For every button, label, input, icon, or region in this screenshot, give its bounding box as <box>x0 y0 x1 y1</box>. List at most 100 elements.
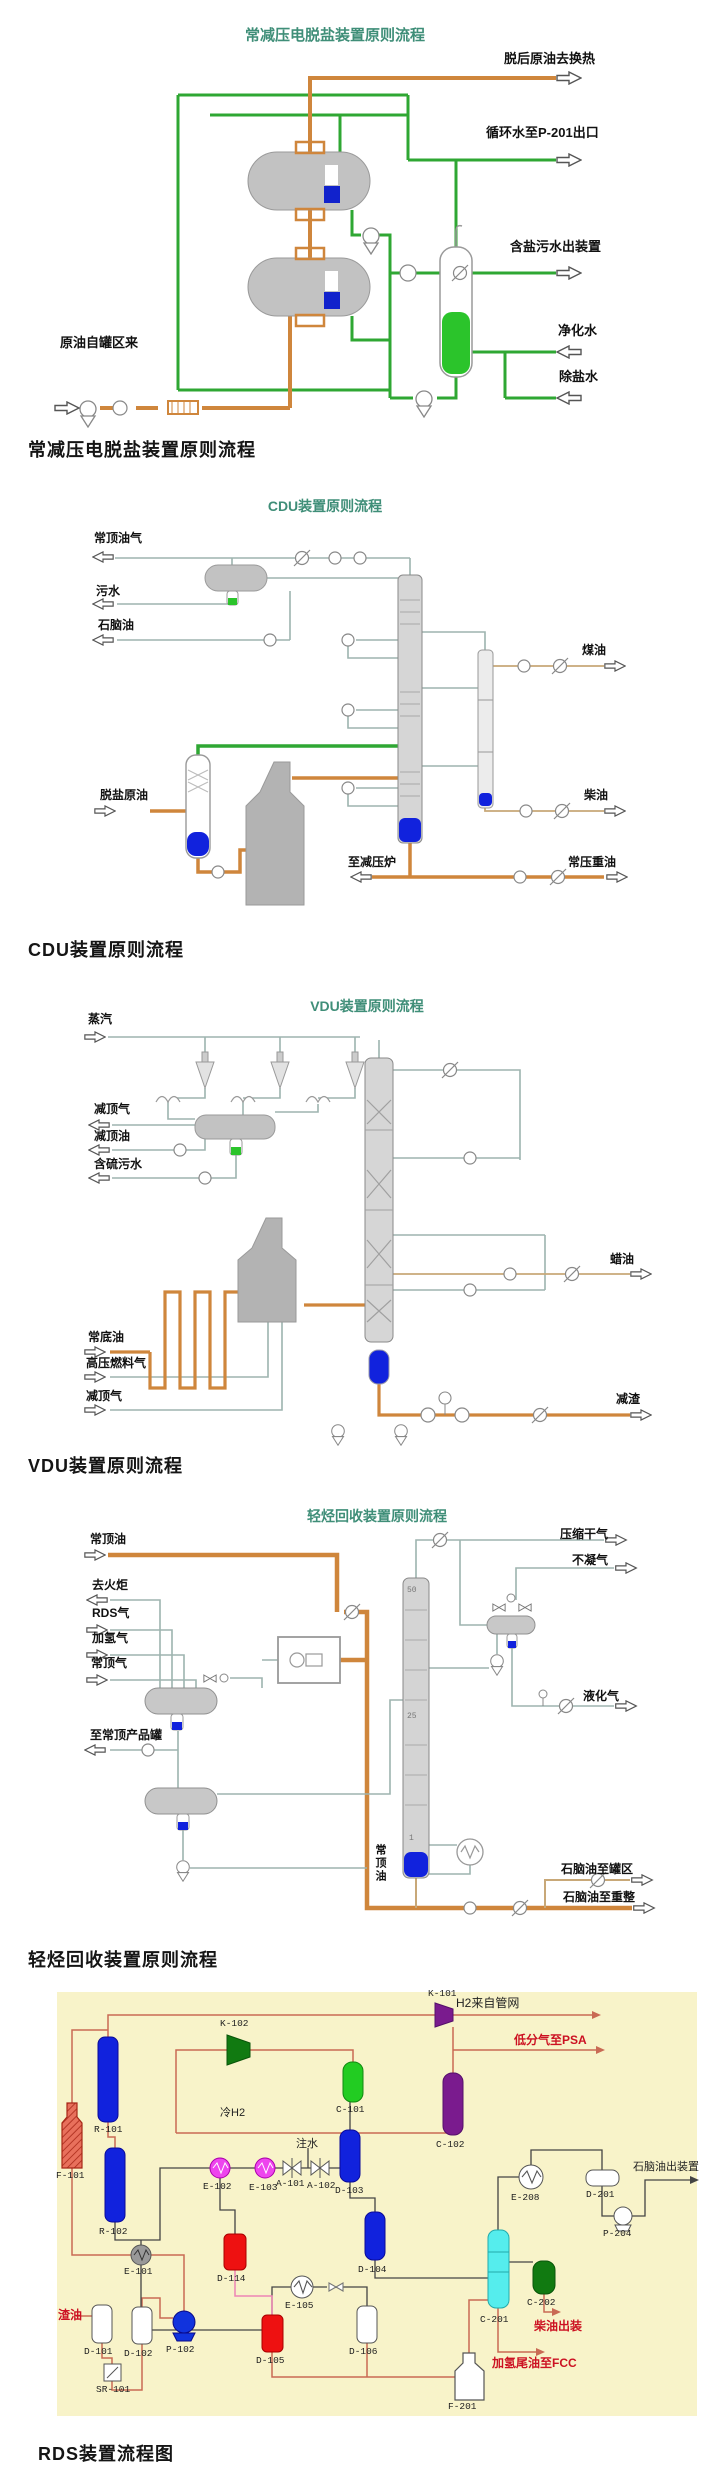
pump-icon <box>463 1283 477 1297</box>
flow-arrowhead <box>552 2308 561 2316</box>
flow-arrow <box>633 1902 655 1914</box>
cdu-diagram <box>92 549 628 906</box>
control-valve-icon <box>511 1899 529 1917</box>
stripper-c202 <box>532 2260 556 2295</box>
tag-d106: D-106 <box>349 2346 378 2357</box>
water-tank <box>439 224 473 378</box>
static-mixer-icon <box>167 400 199 415</box>
compressor-k101 <box>434 2002 454 2028</box>
tag-e101: E-101 <box>124 2266 153 2277</box>
label-low-gas-to-psa: 低分气至PSA <box>514 2033 587 2047</box>
diagram1-caption: 常减压电脱盐装置原则流程 <box>28 440 256 460</box>
instrument-icon <box>438 1391 452 1405</box>
valve-icon <box>203 1674 217 1683</box>
control-valve-icon <box>563 1265 581 1283</box>
flow-arrow <box>84 1031 106 1043</box>
label-desalted-water: 除盐水 <box>559 369 599 384</box>
label-out-heat: 脱后原油去换热 <box>504 51 596 66</box>
diagram3-title: VDU装置原则流程 <box>310 998 424 1014</box>
label-hp-fuel-gas: 高压燃料气 <box>86 1356 147 1370</box>
label-naphtha-to-reformer: 石脑油至重整 <box>563 1890 636 1904</box>
meter-icon <box>503 1267 517 1281</box>
flow-arrow <box>92 551 114 563</box>
label-waste-water: 污水 <box>96 584 121 598</box>
tag-c201: C-201 <box>480 2314 509 2325</box>
vessel-d105 <box>261 2314 284 2353</box>
drum-d201 <box>585 2169 620 2187</box>
label-kerosene: 煤油 <box>582 643 607 657</box>
control-valve-icon <box>551 657 569 675</box>
vessel-c102 <box>442 2072 464 2136</box>
feed-gas-drum <box>144 1687 218 1731</box>
label-vac-top-oil: 减顶油 <box>94 1129 131 1143</box>
reactor-r102 <box>104 2147 126 2223</box>
pump-p204 <box>613 2206 633 2232</box>
pump-p102 <box>172 2310 196 2342</box>
instrument-icon <box>506 1593 516 1603</box>
label-atm-top-gas: 常顶气 <box>91 1656 128 1670</box>
valve-icon <box>518 1603 532 1612</box>
vdu-diagram <box>84 1031 652 1446</box>
flow-arrow <box>54 401 80 415</box>
meter-icon <box>463 1901 477 1915</box>
label-non-condensable: 不凝气 <box>572 1553 609 1567</box>
control-valve-icon <box>431 1531 449 1549</box>
tag-k102: K-102 <box>220 2018 249 2029</box>
tag-d201: D-201 <box>586 2189 615 2200</box>
fractionator-c201 <box>487 2229 510 2309</box>
pump-icon <box>173 1143 187 1157</box>
rds-background <box>57 1992 697 2416</box>
tag-c102: C-102 <box>436 2139 465 2150</box>
tag-e105: E-105 <box>285 2300 314 2311</box>
flow-arrowhead <box>596 2046 605 2054</box>
flow-arrow <box>556 345 582 359</box>
tag-d102: D-102 <box>124 2348 153 2359</box>
label-naphtha-out: 石脑油出装置 <box>633 2161 699 2173</box>
label-to-vacuum-furnace: 至减压炉 <box>348 855 397 869</box>
control-valve-icon <box>293 549 311 567</box>
pump-icon <box>362 227 380 255</box>
pump-icon <box>211 865 225 879</box>
flow-arrow <box>86 1674 108 1686</box>
label-lpg: 液化气 <box>583 1689 620 1703</box>
meter-icon <box>513 870 527 884</box>
desalter-vessel-1 <box>247 140 371 222</box>
label-atm-top-oil: 常顶油 <box>90 1532 127 1546</box>
steam-ejectors <box>155 1051 365 1104</box>
vessel-d106 <box>356 2305 378 2344</box>
reboiler-icon <box>456 1838 484 1866</box>
tag-e102: E-102 <box>203 2181 232 2192</box>
label-salty-water: 含盐污水出装置 <box>510 239 602 254</box>
flow-arrow <box>88 1172 110 1184</box>
flow-arrowhead <box>690 2176 699 2184</box>
pump-icon <box>420 1407 436 1423</box>
pump-icon <box>463 1151 477 1165</box>
rds-diagram <box>57 1992 699 2416</box>
pump-icon <box>79 400 97 428</box>
tag-d104: D-104 <box>358 2264 387 2275</box>
pump-icon <box>141 1743 155 1757</box>
cdu-furnace <box>245 761 305 906</box>
label-crude-in: 原油自罐区来 <box>60 335 139 350</box>
tag-p102: P-102 <box>166 2344 195 2355</box>
rds-furnace-f101 <box>61 2102 83 2169</box>
desalter-vessel-2 <box>247 246 371 328</box>
pump-icon <box>198 1171 212 1185</box>
pump-icon <box>331 1424 345 1446</box>
rds-furnace-f201 <box>454 2352 485 2401</box>
tag-e103: E-103 <box>249 2182 278 2193</box>
pump-icon <box>394 1424 408 1446</box>
vessel-d103 <box>339 2129 361 2183</box>
label-diesel-out: 柴油出装 <box>534 2319 583 2333</box>
flow-arrow <box>556 391 582 405</box>
tag-d114: D-114 <box>217 2273 246 2284</box>
label-purified-water: 净化水 <box>558 323 598 338</box>
label-steam: 蒸汽 <box>88 1012 113 1026</box>
flow-arrow <box>605 1534 627 1546</box>
pump-icon <box>454 1407 470 1423</box>
flow-arrow <box>84 1404 106 1416</box>
label-atm-bottom-oil: 常底油 <box>88 1330 125 1344</box>
flash-drum <box>144 1787 218 1831</box>
pump-icon <box>490 1654 504 1676</box>
